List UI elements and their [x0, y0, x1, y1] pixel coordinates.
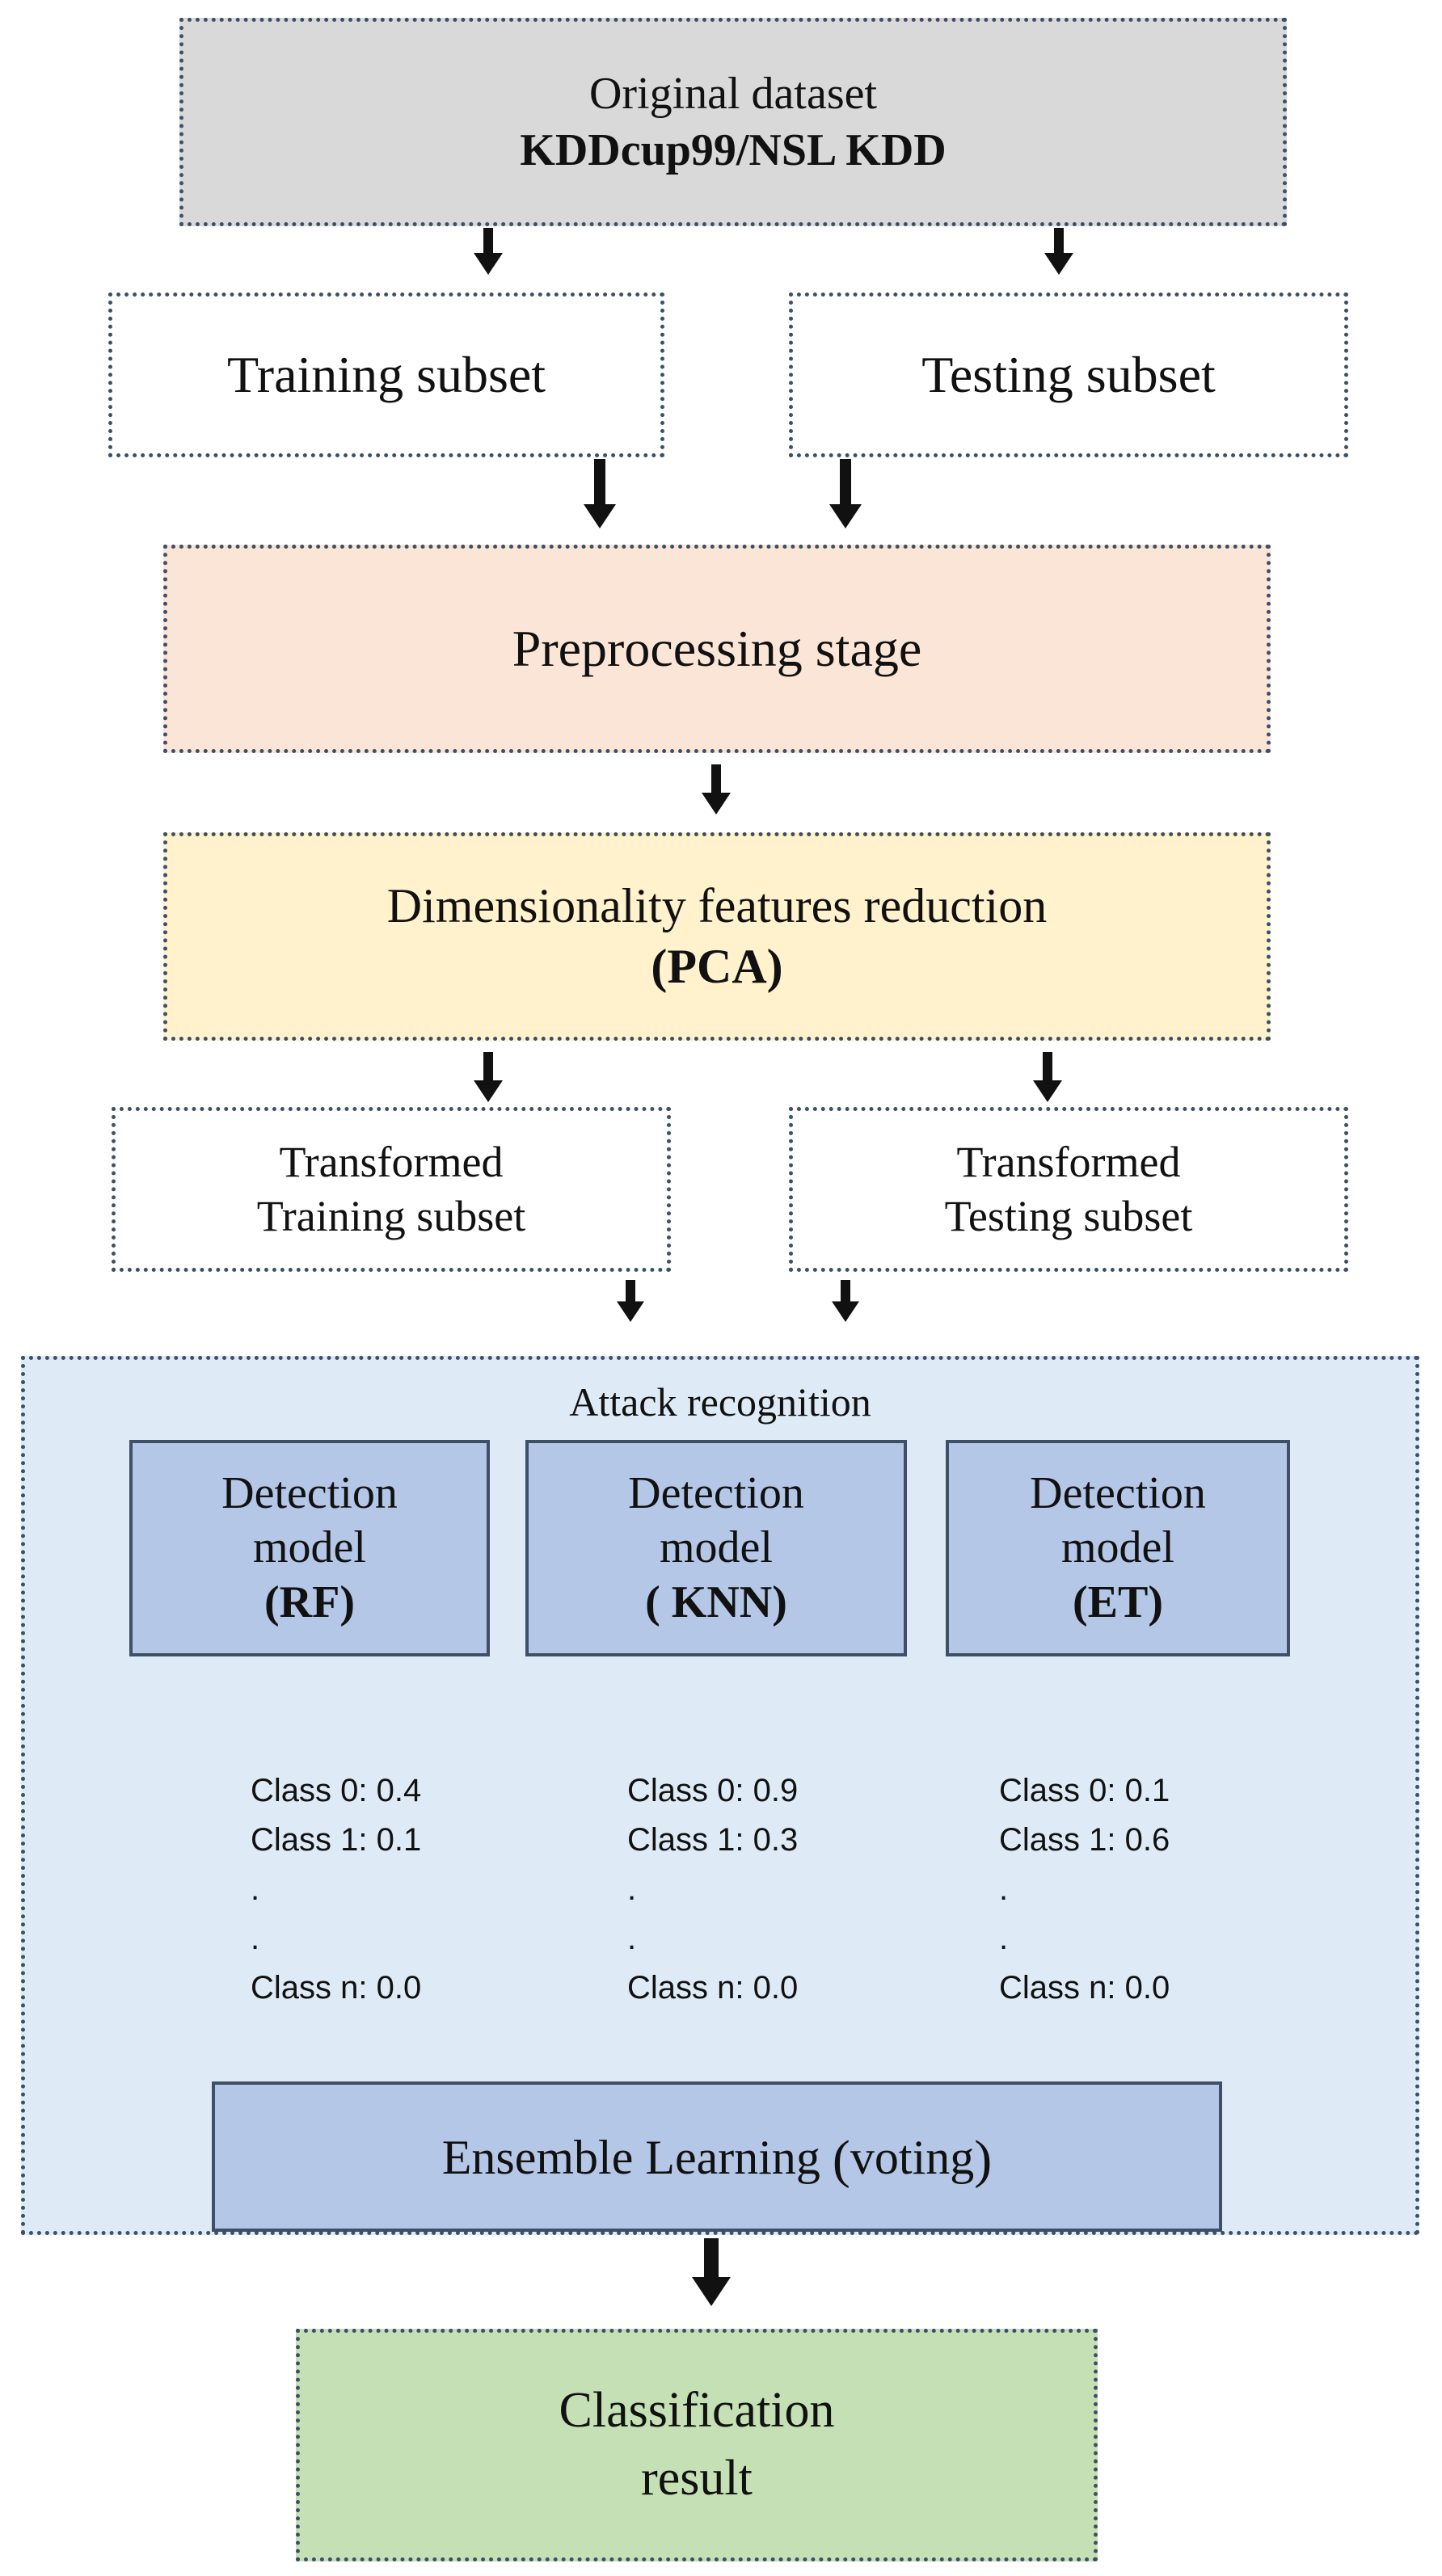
- transformed-testing-line1: Transformed: [956, 1137, 1181, 1186]
- model-knn-line1: Detection: [628, 1468, 804, 1519]
- knn-score-dots-2: .: [627, 1921, 637, 1956]
- knn-score-dots-1: .: [627, 1871, 637, 1907]
- arrow-ensemble-to-classification: [692, 2238, 731, 2306]
- transformed-training-box: Transformed Training subset: [112, 1107, 671, 1272]
- dimensionality-label: Dimensionality features reduction: [386, 879, 1048, 932]
- knn-score-1: Class 1: 0.3: [627, 1822, 799, 1858]
- model-et-line2: model: [1061, 1522, 1174, 1573]
- detection-model-rf: Detection model (RF): [129, 1440, 490, 1656]
- ensemble-open-paren: (: [832, 2129, 850, 2189]
- arrow-preprocessing-to-pca: [702, 764, 731, 814]
- ensemble-close-paren: ): [974, 2129, 993, 2189]
- rf-score-n: Class n: 0.0: [251, 1970, 422, 2006]
- model-knn-name: ( KNN): [645, 1576, 787, 1627]
- arrow-transformed-training-to-recognition: [617, 1280, 644, 1322]
- et-score-dots-1: .: [999, 1871, 1009, 1907]
- testing-subset-label: Testing subset: [921, 346, 1216, 403]
- arrow-dataset-to-training: [474, 228, 503, 275]
- et-score-1: Class 1: 0.6: [999, 1822, 1170, 1858]
- detection-model-knn: Detection model ( KNN): [525, 1440, 907, 1656]
- transformed-training-line1: Transformed: [279, 1137, 504, 1186]
- original-dataset-box: Original dataset KDDcup99/NSL KDD: [179, 18, 1287, 226]
- original-dataset-label: Original dataset: [588, 69, 878, 119]
- transformed-testing-line2: Testing subset: [944, 1192, 1193, 1240]
- rf-score-dots-1: .: [251, 1871, 260, 1907]
- knn-class-scores: Class 0: 0.9 Class 1: 0.3 . . Class n: 0…: [627, 1766, 798, 2013]
- et-score-n: Class n: 0.0: [999, 1970, 1170, 2006]
- testing-subset-box: Testing subset: [789, 293, 1348, 457]
- arrow-pca-to-transformed-testing: [1033, 1052, 1062, 1102]
- model-et-line1: Detection: [1030, 1468, 1206, 1519]
- knn-score-n: Class n: 0.0: [627, 1970, 799, 2006]
- training-subset-label: Training subset: [226, 346, 546, 403]
- model-et-name: (ET): [1073, 1576, 1163, 1627]
- preprocessing-box: Preprocessing stage: [163, 545, 1271, 753]
- dimensionality-reduction-box: Dimensionality features reduction (PCA): [163, 832, 1271, 1041]
- model-rf-name: (RF): [264, 1576, 355, 1627]
- rf-score-1: Class 1: 0.1: [251, 1822, 422, 1858]
- classification-line1: Classification: [559, 2383, 835, 2439]
- arrow-training-to-preprocessing: [584, 459, 616, 528]
- rf-score-dots-2: .: [251, 1921, 260, 1956]
- detection-model-et: Detection model (ET): [946, 1440, 1290, 1656]
- model-knn-line2: model: [660, 1522, 773, 1573]
- model-rf-line2: model: [253, 1522, 366, 1573]
- ensemble-label: Ensemble Learning (voting): [442, 2124, 992, 2191]
- attack-recognition-title: Attack recognition: [569, 1379, 871, 1425]
- transformed-training-line2: Training subset: [256, 1192, 526, 1240]
- training-subset-box: Training subset: [108, 293, 664, 457]
- rf-class-scores: Class 0: 0.4 Class 1: 0.1 . . Class n: 0…: [251, 1766, 421, 2013]
- ensemble-learning-box: Ensemble Learning (voting): [212, 2081, 1222, 2232]
- ensemble-text: Ensemble Learning: [441, 2130, 833, 2184]
- pca-label: (PCA): [651, 940, 783, 993]
- arrow-dataset-to-testing: [1044, 228, 1073, 275]
- classification-line2: result: [641, 2451, 753, 2506]
- dataset-name: KDDcup99/NSL KDD: [520, 125, 947, 175]
- classification-result-box: Classification result: [296, 2329, 1098, 2561]
- model-rf-line1: Detection: [221, 1468, 398, 1519]
- ensemble-method: voting: [850, 2130, 975, 2184]
- arrow-transformed-testing-to-recognition: [832, 1280, 859, 1322]
- preprocessing-label: Preprocessing stage: [512, 620, 922, 677]
- et-score-0: Class 0: 0.1: [999, 1773, 1170, 1808]
- knn-score-0: Class 0: 0.9: [627, 1773, 799, 1808]
- transformed-testing-box: Transformed Testing subset: [789, 1107, 1348, 1272]
- arrow-pca-to-transformed-training: [474, 1052, 503, 1102]
- arrow-testing-to-preprocessing: [829, 459, 862, 528]
- et-class-scores: Class 0: 0.1 Class 1: 0.6 . . Class n: 0…: [999, 1766, 1170, 2013]
- rf-score-0: Class 0: 0.4: [251, 1773, 422, 1808]
- et-score-dots-2: .: [999, 1921, 1009, 1956]
